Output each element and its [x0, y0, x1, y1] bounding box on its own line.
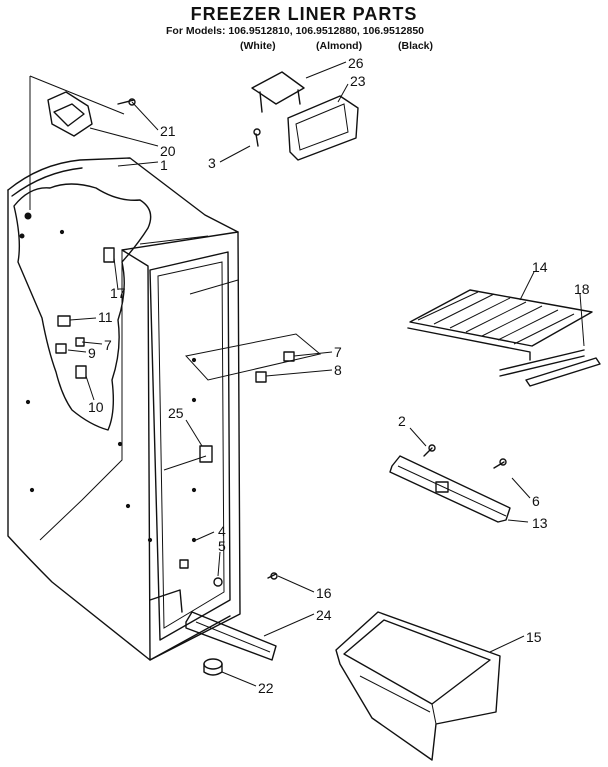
callout-23: 23 — [350, 73, 366, 89]
callout-3: 3 — [208, 155, 216, 171]
callout-21: 21 — [160, 123, 176, 139]
callout-25: 25 — [168, 405, 184, 421]
callout-9: 9 — [88, 345, 96, 361]
callout-20: 20 — [160, 143, 176, 159]
freezer-liner — [7, 157, 241, 661]
callout-18: 18 — [574, 281, 590, 297]
callout-24: 24 — [316, 607, 332, 623]
variant-black: (Black) — [398, 40, 434, 52]
callout-labels: 1 2 3 4 5 6 7 7 8 9 10 11 13 14 15 16 17… — [88, 55, 590, 696]
part-20-21-bracket — [29, 75, 136, 210]
callout-7-left: 7 — [104, 337, 112, 353]
callout-8: 8 — [334, 362, 342, 378]
callout-16: 16 — [316, 585, 332, 601]
part-14-wire-shelf — [407, 289, 593, 377]
callout-5: 5 — [218, 538, 226, 554]
callout-14: 14 — [532, 259, 548, 275]
callout-11: 11 — [98, 309, 113, 325]
variant-white: (White) — [240, 40, 276, 52]
callout-26: 26 — [348, 55, 364, 71]
callout-15: 15 — [526, 629, 542, 645]
callout-7-center: 7 — [334, 344, 342, 360]
models-line: For Models: 106.9512810, 106.9512880, 10… — [166, 25, 425, 37]
part-13-slide-bracket — [389, 444, 511, 523]
part-18-trim — [525, 357, 601, 387]
callout-13: 13 — [532, 515, 548, 531]
callout-2: 2 — [398, 413, 406, 429]
callout-17: 17 — [110, 285, 126, 301]
diagram-title: FREEZER LINER PARTS — [190, 4, 418, 24]
part-26-23-3-group — [251, 71, 359, 161]
callout-4: 4 — [218, 523, 226, 539]
part-15-bin — [335, 611, 501, 761]
part-4-5-screws — [179, 559, 223, 587]
callout-22: 22 — [258, 680, 274, 696]
leader-lines — [67, 61, 585, 687]
callout-1: 1 — [160, 157, 168, 173]
part-16-24-trim — [185, 572, 278, 661]
part-25-bracket — [163, 445, 213, 471]
callout-10: 10 — [88, 399, 104, 415]
part-7-8-clip — [185, 333, 322, 383]
part-22-cap — [203, 658, 223, 676]
callout-6: 6 — [532, 493, 540, 509]
variant-almond: (Almond) — [316, 40, 363, 52]
